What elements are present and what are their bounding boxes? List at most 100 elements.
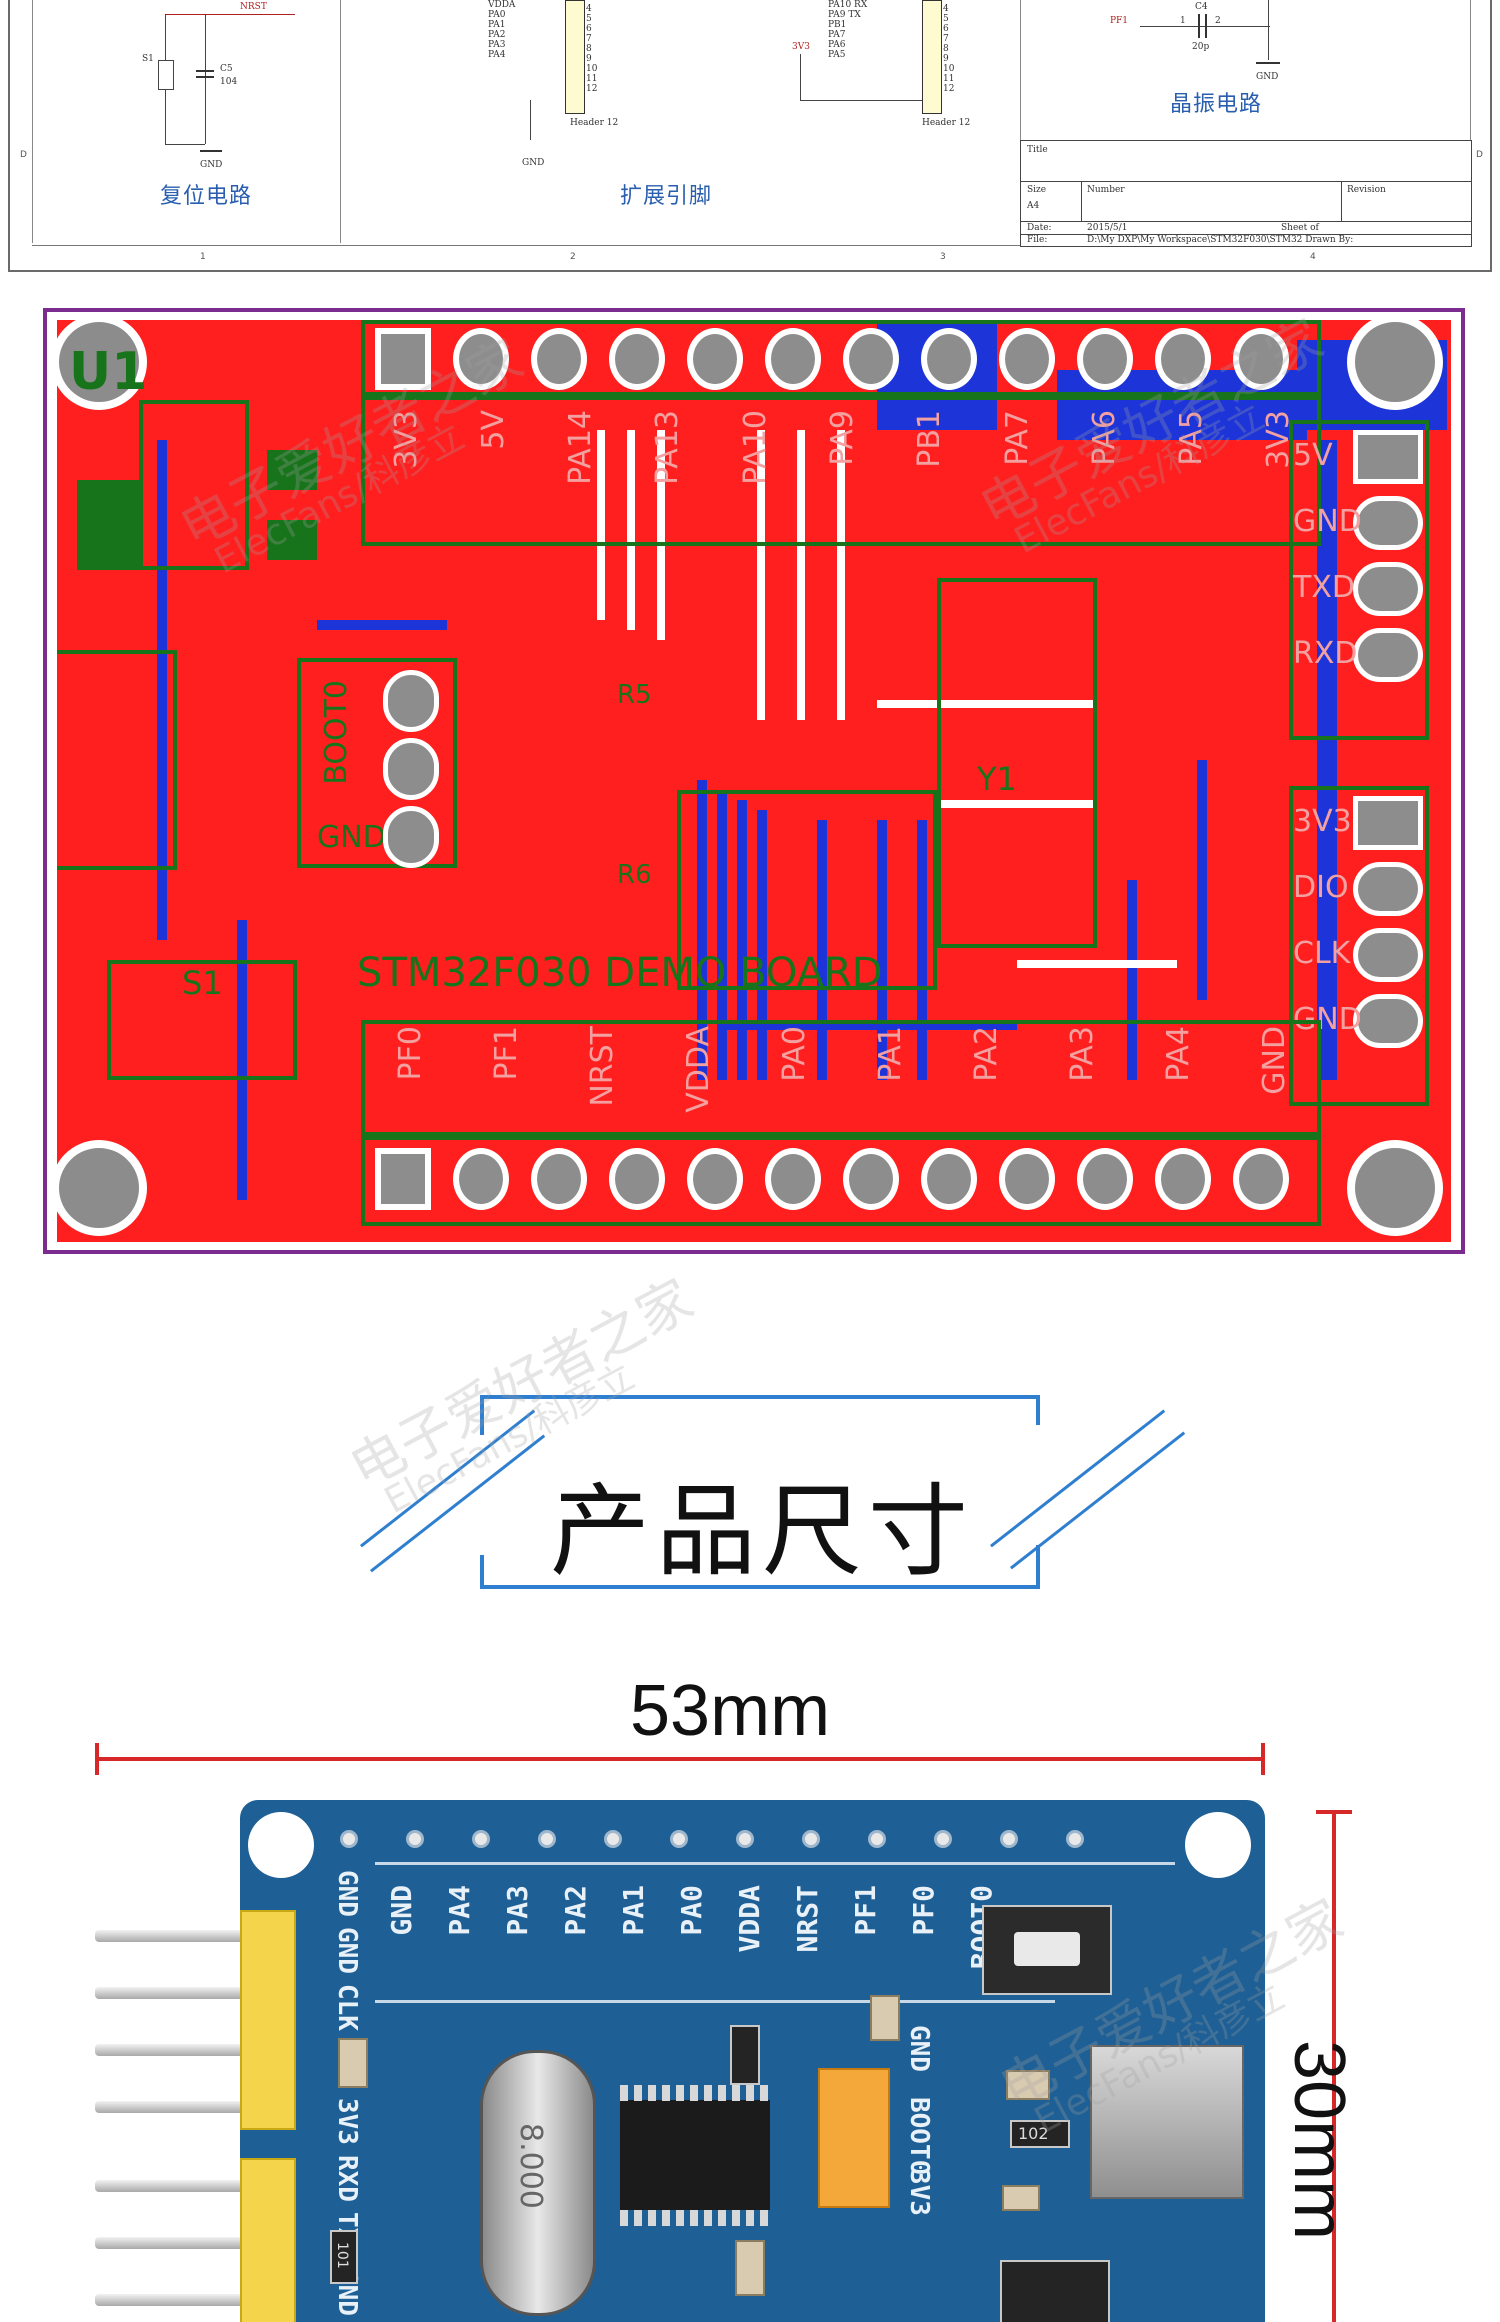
capacitor-plate xyxy=(196,76,214,78)
boot0-outline xyxy=(297,658,457,868)
mounting-hole xyxy=(1347,1140,1443,1236)
deco-stroke xyxy=(370,1434,546,1573)
pin-pad xyxy=(453,328,509,390)
pin-label: PF1 xyxy=(489,1026,524,1081)
zone-number: 3 xyxy=(940,252,946,262)
trace xyxy=(1127,880,1137,1080)
file-field: File: xyxy=(1027,235,1048,245)
header-pin-number: 7 xyxy=(586,34,592,44)
pin-pad xyxy=(1353,796,1423,850)
trace xyxy=(157,440,167,940)
header-pin-number: 8 xyxy=(586,44,592,54)
divider xyxy=(1020,0,1021,243)
pf1-label: PF1 xyxy=(1110,16,1129,26)
width-dimension-label: 53mm xyxy=(630,1671,831,1751)
chip-pins xyxy=(620,2210,770,2226)
boot-jumper[interactable] xyxy=(818,2068,890,2208)
nrst-label: NRST xyxy=(240,2,267,12)
top-label-outline xyxy=(361,396,1321,546)
height-dimension-label: 30mm xyxy=(1279,2040,1359,2241)
pin-label: PB1 xyxy=(912,410,948,468)
trace xyxy=(877,820,887,1080)
resistor xyxy=(730,2025,760,2085)
gnd-label: GND xyxy=(200,160,223,170)
pin-label: GND xyxy=(1257,1026,1292,1095)
header-pin-label: VDDA xyxy=(488,0,516,10)
r6-silk: R6 xyxy=(617,860,652,890)
regulator-outline xyxy=(139,400,249,570)
pin-label: PA5 xyxy=(1174,410,1210,466)
header-pin-label: PA1 xyxy=(488,20,506,30)
header-pin-number: 9 xyxy=(586,54,592,64)
capacitor-plate xyxy=(1198,14,1200,38)
pin-pad xyxy=(687,328,743,390)
zone-number: 1 xyxy=(200,252,206,262)
trace xyxy=(717,1020,1017,1030)
col-divider xyxy=(1341,181,1342,221)
trace xyxy=(237,920,247,1200)
pin-label: NRST xyxy=(585,1026,620,1107)
mounting-hole xyxy=(1185,1812,1251,1878)
header-right-symbol xyxy=(922,0,942,114)
u1-label: U1 xyxy=(69,342,148,402)
pin-pad xyxy=(1233,328,1289,390)
pin-hole xyxy=(406,1830,424,1848)
trace xyxy=(657,430,665,640)
pad xyxy=(267,450,317,490)
crystal-marking: 8.000 xyxy=(513,2123,548,2209)
trace xyxy=(697,780,707,1080)
pin-pad xyxy=(687,1148,743,1210)
capacitor-plate xyxy=(196,70,214,72)
deco-stroke xyxy=(990,1409,1166,1548)
trace xyxy=(917,820,927,1080)
mcu-chip xyxy=(620,2100,770,2210)
header-pin xyxy=(95,2101,245,2113)
pin-label: PA6 xyxy=(1086,410,1122,466)
pad xyxy=(267,520,317,560)
crystal-outline xyxy=(937,578,1097,948)
col-divider xyxy=(1081,181,1082,221)
mounting-hole xyxy=(1347,320,1443,410)
row-divider xyxy=(1021,234,1471,235)
chip-pins xyxy=(620,2085,770,2101)
title-block: Title Size A4 Number Revision Date: 2015… xyxy=(1020,140,1472,247)
header-pin-number: 9 xyxy=(943,54,949,64)
frame-edge xyxy=(480,1555,484,1589)
date-field: Date: xyxy=(1027,223,1052,233)
trace xyxy=(757,430,765,720)
border-left xyxy=(32,0,33,243)
top-pin-holes xyxy=(340,1830,1140,1854)
pin-pad xyxy=(1353,496,1423,550)
gnd-label: GND xyxy=(1256,72,1279,82)
resistor-marking: 101 xyxy=(334,2242,350,2269)
header-pin-label: PA3 xyxy=(488,40,506,50)
row-divider xyxy=(1021,221,1471,222)
width-dimension-line xyxy=(95,1743,1265,1775)
pin-pad xyxy=(1233,1148,1289,1210)
cap-value: 20p xyxy=(1192,42,1210,52)
trace xyxy=(1317,440,1337,1080)
pin-label: GND xyxy=(1293,1002,1362,1037)
pin-pad xyxy=(1353,994,1423,1048)
wire xyxy=(1268,0,1269,60)
pin-hole xyxy=(736,1830,754,1848)
trace xyxy=(877,700,1097,708)
pin-label: 3V3 xyxy=(388,410,424,469)
header-pin-number: 6 xyxy=(943,24,949,34)
header-pin-number: 6 xyxy=(586,24,592,34)
pin-label: PF0 xyxy=(393,1026,428,1081)
board-pin-label: 3V3 xyxy=(332,2098,362,2145)
pin-pad xyxy=(1353,430,1423,484)
reset-button[interactable] xyxy=(982,1905,1112,1995)
micro-usb-port[interactable] xyxy=(1090,2045,1244,2199)
pin-pad xyxy=(531,328,587,390)
pin-label: PA4 xyxy=(1161,1026,1196,1082)
pin-hole xyxy=(934,1830,952,1848)
trace xyxy=(1197,760,1207,1000)
capacitor xyxy=(735,2240,765,2296)
trace xyxy=(317,620,447,630)
pin-pad xyxy=(1353,928,1423,982)
